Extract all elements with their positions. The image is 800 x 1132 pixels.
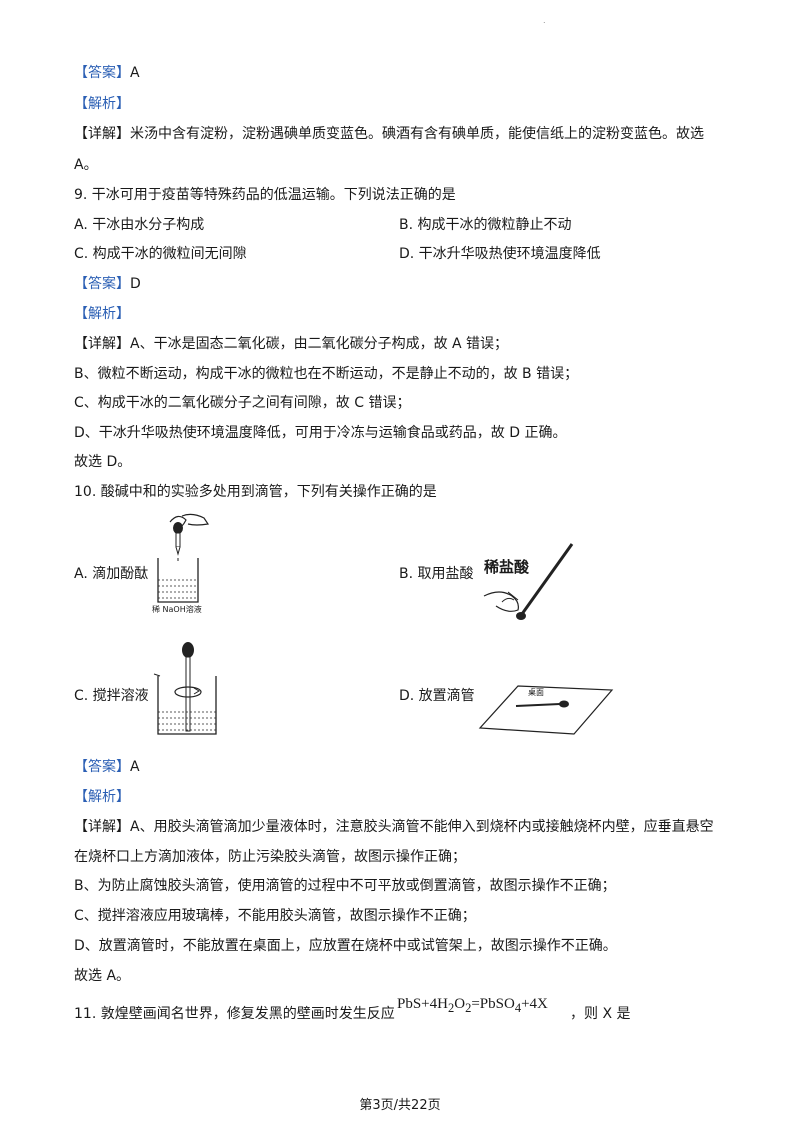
figure-b-label: 稀盐酸: [484, 558, 530, 576]
q8-detail-line-2: A。: [74, 157, 98, 173]
detail-text: A、干冰是固态二氧化碳，由二氧化碳分子构成，故 A 错误；: [130, 336, 509, 352]
answer-tag: 【答案】: [74, 759, 130, 775]
q9-detail-line-2: B、微粒不断运动，构成干冰的微粒也在不断运动，不是静止不动的，故 B 错误；: [74, 366, 579, 382]
figure-a-dropper-over-beaker: 稀 NaOH溶液: [148, 508, 220, 618]
q9-stem: 9. 干冰可用于疫苗等特殊药品的低温运输。下列说法正确的是: [74, 187, 456, 203]
q11-stem-tail: ，则 X 是: [570, 1006, 631, 1022]
q8-analysis-line: 【解析】: [74, 94, 130, 114]
analysis-tag: 【解析】: [74, 96, 130, 112]
eq-part: =PbSO: [471, 996, 515, 1012]
answer-value: D: [130, 276, 141, 292]
q10-option-b: B. 取用盐酸: [399, 566, 474, 582]
q9-detail-line-1: 【详解】A、干冰是固态二氧化碳，由二氧化碳分子构成，故 A 错误；: [74, 334, 508, 354]
figure-d-dropper-on-desk: 桌面: [478, 684, 614, 736]
figure-c-stirring-with-dropper: [150, 640, 222, 740]
q10-detail-line-2: 在烧杯口上方滴加液体，防止污染胶头滴管，故图示操作正确；: [74, 849, 466, 865]
figure-a-drawing: [157, 513, 210, 603]
eq-subscript: 4: [514, 1001, 522, 1015]
figure-b-inverted-dropper: 稀盐酸: [478, 540, 582, 622]
q10-detail-line-5: D、放置滴管时，不能放置在桌面上，应放置在烧杯中或试管架上，故图示操作不正确。: [74, 938, 617, 954]
q9-answer-line: 【答案】D: [74, 274, 141, 294]
detail-text: 米汤中含有淀粉，淀粉遇碘单质变蓝色。碘酒有含有碘单质，能使信纸上的淀粉变蓝色。故…: [130, 126, 704, 142]
q10-analysis-line: 【解析】: [74, 787, 130, 807]
detail-tag: 【详解】: [74, 819, 130, 835]
figure-c-drawing: [153, 642, 217, 735]
q10-answer-line: 【答案】A: [74, 757, 140, 777]
q9-detail-line-4: D、干冰升华吸热使环境温度降低，可用于冷冻与运输食品或药品，故 D 正确。: [74, 425, 567, 441]
detail-text: A、用胶头滴管滴加少量液体时，注意胶头滴管不能伸入到烧杯内或接触烧杯内壁，应垂直…: [130, 819, 714, 835]
answer-tag: 【答案】: [74, 276, 130, 292]
eq-part: +4X: [521, 996, 548, 1012]
q10-option-c: C. 搅拌溶液: [74, 688, 149, 704]
q9-option-c: C. 构成干冰的微粒间无间隙: [74, 246, 247, 262]
q10-option-a: A. 滴加酚酞: [74, 566, 149, 582]
detail-tag: 【详解】: [74, 336, 130, 352]
figure-d-drawing: [478, 685, 614, 735]
answer-value: A: [130, 65, 140, 81]
q9-option-d: D. 干冰升华吸热使环境温度降低: [399, 246, 601, 262]
q9-option-a: A. 干冰由水分子构成: [74, 217, 205, 233]
figure-d-label: 桌面: [528, 688, 544, 697]
analysis-tag: 【解析】: [74, 789, 130, 805]
q10-stem: 10. 酸碱中和的实验多处用到滴管，下列有关操作正确的是: [74, 484, 437, 500]
figure-b-drawing: [483, 543, 574, 620]
q10-detail-line-4: C、搅拌溶液应用玻璃棒，不能用胶头滴管，故图示操作不正确；: [74, 908, 476, 924]
q10-detail-line-3: B、为防止腐蚀胶头滴管，使用滴管的过程中不可平放或倒置滴管，故图示操作不正确；: [74, 878, 616, 894]
figure-a-label: 稀 NaOH溶液: [152, 605, 202, 614]
answer-tag: 【答案】: [74, 65, 130, 81]
q9-detail-line-5: 故选 D。: [74, 454, 132, 470]
q9-option-b: B. 构成干冰的微粒静止不动: [399, 217, 572, 233]
eq-subscript: 2: [447, 1001, 455, 1015]
q9-detail-line-3: C、构成干冰的二氧化碳分子之间有间隙，故 C 错误；: [74, 395, 411, 411]
q10-option-d: D. 放置滴管: [399, 688, 475, 704]
eq-subscript: 2: [465, 1001, 472, 1015]
q8-answer-line: 【答案】A: [74, 63, 140, 83]
q10-detail-line-1: 【详解】A、用胶头滴管滴加少量液体时，注意胶头滴管不能伸入到烧杯内或接触烧杯内壁…: [74, 817, 714, 837]
q11-stem: 11. 敦煌壁画闻名世界，修复发黑的壁画时发生反应: [74, 1006, 395, 1022]
eq-part: PbS+4H: [397, 996, 448, 1012]
q8-detail-line-1: 【详解】米汤中含有淀粉，淀粉遇碘单质变蓝色。碘酒有含有碘单质，能使信纸上的淀粉变…: [74, 124, 704, 144]
answer-value: A: [130, 759, 140, 775]
scan-dot: .: [543, 16, 546, 25]
q11-equation: PbS+4H2O2=PbSO4+4X: [397, 996, 548, 1016]
q9-analysis-line: 【解析】: [74, 304, 130, 324]
page-footer: 第3页/共22页: [359, 1098, 441, 1113]
eq-part: O: [454, 996, 466, 1012]
q10-detail-line-6: 故选 A。: [74, 968, 131, 984]
detail-tag: 【详解】: [74, 126, 130, 142]
analysis-tag: 【解析】: [74, 306, 130, 322]
